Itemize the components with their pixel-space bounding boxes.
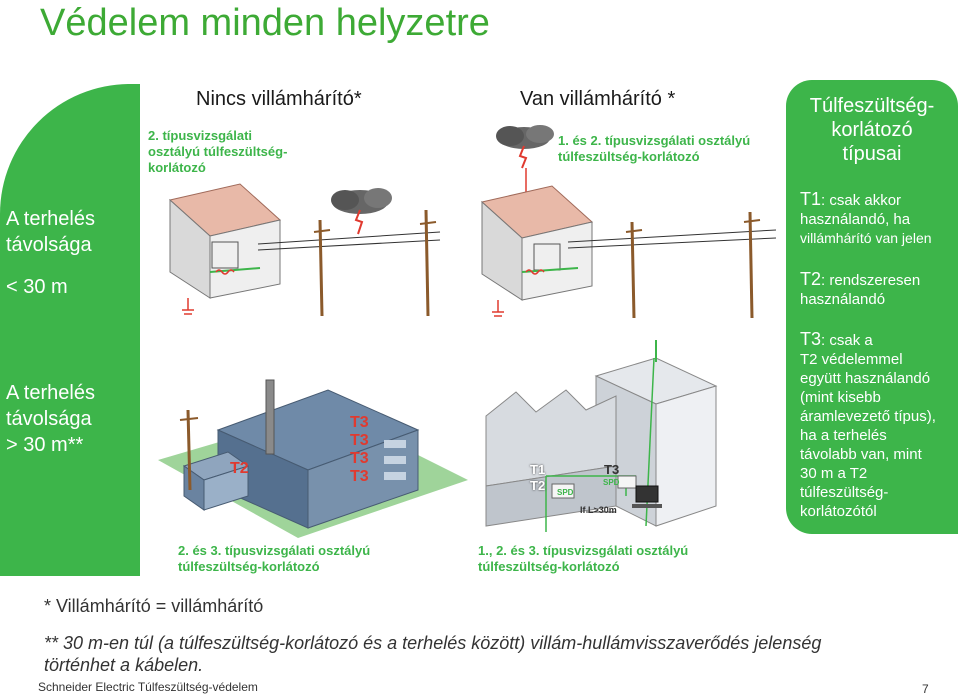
column-header-no-lightning-rod: Nincs villámhárító* xyxy=(196,88,362,110)
t1-text-2: használandó, ha xyxy=(800,211,911,228)
caption-bottom-right: 1., 2. és 3. típusvizsgálati osztályú tú… xyxy=(478,543,688,575)
caption-bottom-left: 2. és 3. típusvizsgálati osztályú túlfes… xyxy=(178,543,370,575)
factory-illustration-with-rod xyxy=(485,340,718,532)
header-band xyxy=(140,84,780,114)
t3-key: T3 xyxy=(800,329,822,349)
t3-text-10: korlátozótól xyxy=(800,503,877,520)
t3-text-2: T2 védelemmel xyxy=(800,351,903,368)
row-far-line-3: > 30 m** xyxy=(6,434,84,456)
label-t3-1: T3 xyxy=(350,414,369,431)
caption-top-left: 2. típusvizsgálati osztályú túlfeszültsé… xyxy=(148,128,287,176)
label-spd-1: SPD xyxy=(557,488,574,497)
spd-types-panel xyxy=(786,80,958,534)
t3-text-1: : csak a xyxy=(821,332,873,349)
page-title: Védelem minden helyzetre xyxy=(40,2,490,44)
label-t3-4: T3 xyxy=(350,468,369,485)
house-illustration-no-rod xyxy=(168,183,441,317)
t3-text-3: együtt használandó xyxy=(800,370,931,387)
label-t2-rod: T2 xyxy=(530,478,546,493)
label-t2-factory: T2 xyxy=(230,460,249,477)
caption-top-left-line-3: korlátozó xyxy=(148,160,206,175)
footnote-distance-line-2: történhet a kábelen. xyxy=(44,655,204,675)
label-t3-rod: T3 xyxy=(604,462,620,477)
footnote-distance-line-1: ** 30 m-en túl (a túlfeszültség-korlátoz… xyxy=(44,633,822,653)
caption-bottom-left-line-1: 2. és 3. típusvizsgálati osztályú xyxy=(178,543,371,558)
spd-types-title-line-1: Túlfeszültség- xyxy=(809,95,935,117)
column-header-lightning-rod: Van villámhárító * xyxy=(520,88,676,110)
page-number: 7 xyxy=(922,682,929,696)
t1-key: T1 xyxy=(800,189,822,209)
caption-bottom-right-line-1: 1., 2. és 3. típusvizsgálati osztályú xyxy=(478,543,689,558)
row-near-line-1: A terhelés xyxy=(6,208,95,230)
t3-text-6: ha a terhelés xyxy=(800,427,887,444)
caption-bottom-left-line-2: túlfeszültség-korlátozó xyxy=(178,559,320,574)
caption-top-right: 1. és 2. típusvizsgálati osztályú túlfes… xyxy=(558,133,750,165)
t3-text-5: áramlevezető típus), xyxy=(800,408,936,425)
label-spd-2: SPD xyxy=(603,478,620,487)
t2-key: T2 xyxy=(800,269,822,289)
factory-illustration-no-rod xyxy=(158,379,468,538)
row-near-line-2: távolsága xyxy=(6,234,92,256)
footnote-lightning-rod: * Villámhárító = villámhárító xyxy=(44,596,264,616)
t1-text-3: villámhárító van jelen xyxy=(800,230,932,246)
caption-top-left-line-2: osztályú túlfeszültség- xyxy=(148,144,288,159)
spd-type-t1: T1: csak akkor használandó, ha villámhár… xyxy=(800,190,960,248)
t3-text-9: túlfeszültség- xyxy=(800,484,889,501)
spd-types-title-line-2: korlátozó xyxy=(831,119,913,141)
label-t3-2: T3 xyxy=(350,432,369,449)
footer-brand: Schneider Electric Túlfeszültség-védelem xyxy=(38,680,258,694)
row-far-line-2: távolsága xyxy=(6,408,92,430)
caption-top-right-line-2: túlfeszültség-korlátozó xyxy=(558,149,700,164)
t2-text-2: használandó xyxy=(800,291,886,308)
t1-text-1: : csak akkor xyxy=(821,192,902,209)
spd-types-title: Túlfeszültség- korlátozó típusai xyxy=(786,94,958,166)
caption-bottom-right-line-2: túlfeszültség-korlátozó xyxy=(478,559,620,574)
row-far-line-1: A terhelés xyxy=(6,382,95,404)
t3-text-7: távolabb van, mint xyxy=(800,446,922,463)
spd-type-t2: T2: rendszeresen használandó xyxy=(800,270,960,309)
t3-text-8: 30 m a T2 xyxy=(800,465,868,482)
caption-top-left-line-1: 2. típusvizsgálati xyxy=(148,128,253,143)
t3-text-4: (mint kisebb xyxy=(800,389,881,406)
spd-types-title-line-3: típusai xyxy=(842,143,902,165)
label-t3-3: T3 xyxy=(350,450,369,467)
house-illustration-with-rod xyxy=(480,125,777,319)
label-t1: T1 xyxy=(530,462,546,477)
row-near-line-3: < 30 m xyxy=(6,276,68,298)
label-distance: If L>30m xyxy=(580,505,617,515)
caption-top-right-line-1: 1. és 2. típusvizsgálati osztályú xyxy=(558,133,751,148)
t2-text-1: : rendszeresen xyxy=(821,272,921,289)
spd-type-t3: T3: csak a T2 védelemmel együtt használa… xyxy=(800,330,960,521)
